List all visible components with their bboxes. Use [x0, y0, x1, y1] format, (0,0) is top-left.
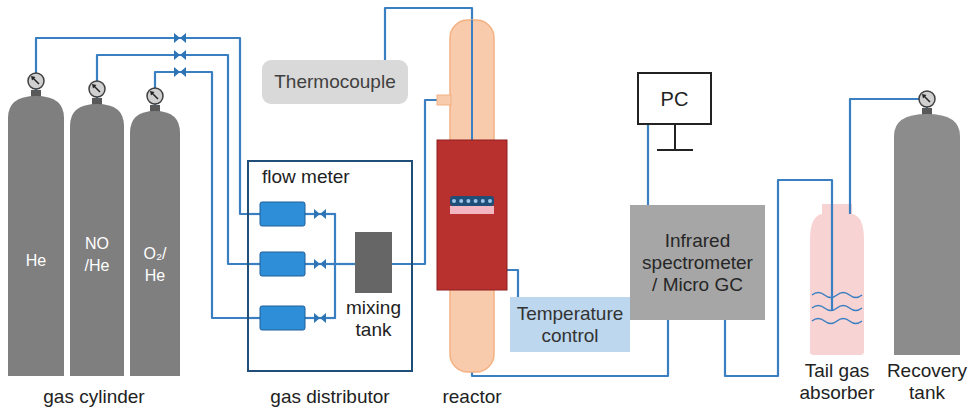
component-label: Infrared spectrometer / Micro GC	[640, 230, 756, 296]
component-label: Recovery tank	[885, 360, 969, 404]
gas-cylinder-outline	[8, 90, 64, 376]
cylinder-label: O₂/ He	[140, 243, 170, 287]
thermocouple-box: Thermocouple	[262, 60, 408, 104]
gas-cylinder: NO /He	[70, 98, 124, 376]
component-label: gas distributor	[270, 386, 389, 408]
component-label: Thermocouple	[274, 71, 395, 93]
temperature-control-box: Temperature control	[510, 297, 630, 352]
recovery-tank: Recovery tank	[894, 108, 960, 355]
cylinder-label: He	[14, 250, 58, 272]
pressure-gauge	[28, 73, 44, 89]
gas-distributor-box: gas distributormixing tank	[247, 160, 413, 372]
pressure-gauge	[147, 88, 163, 104]
component-label: mixing tank	[344, 297, 404, 341]
pressure-gauge	[89, 81, 105, 97]
gas-cylinder-outline	[130, 105, 180, 376]
gas-pipe	[507, 270, 518, 297]
recovery-tank-outline	[894, 108, 960, 355]
tail-gas-absorber: Tail gas absorber	[806, 200, 868, 355]
component-label: PC	[661, 88, 689, 110]
group-label: flow meter	[262, 166, 350, 188]
monitor-stand	[657, 125, 693, 150]
gas-pipe	[647, 125, 649, 205]
pipe	[247, 213, 355, 319]
cylinder-label: NO /He	[82, 233, 112, 277]
reactor-tube-outline	[437, 20, 507, 372]
gas-pipe	[392, 100, 437, 264]
component-label: Tail gas absorber	[797, 360, 877, 404]
spectrometer-box: Infrared spectrometer / Micro GC	[630, 205, 765, 320]
group-label: gas cylinder	[8, 386, 180, 408]
gas-cylinder: O₂/ He	[130, 105, 180, 376]
reactor-tube: reactor	[437, 20, 507, 372]
component-label: Temperature control	[514, 303, 626, 347]
mixing-tank: mixing tank	[355, 232, 392, 293]
gas-cylinder: He	[8, 90, 64, 376]
component-label: reactor	[442, 386, 501, 408]
flow-meter	[260, 202, 305, 330]
pc-monitor: PC	[637, 72, 712, 125]
pressure-gauge	[919, 91, 935, 107]
tail-gas-absorber-outline	[806, 200, 868, 355]
